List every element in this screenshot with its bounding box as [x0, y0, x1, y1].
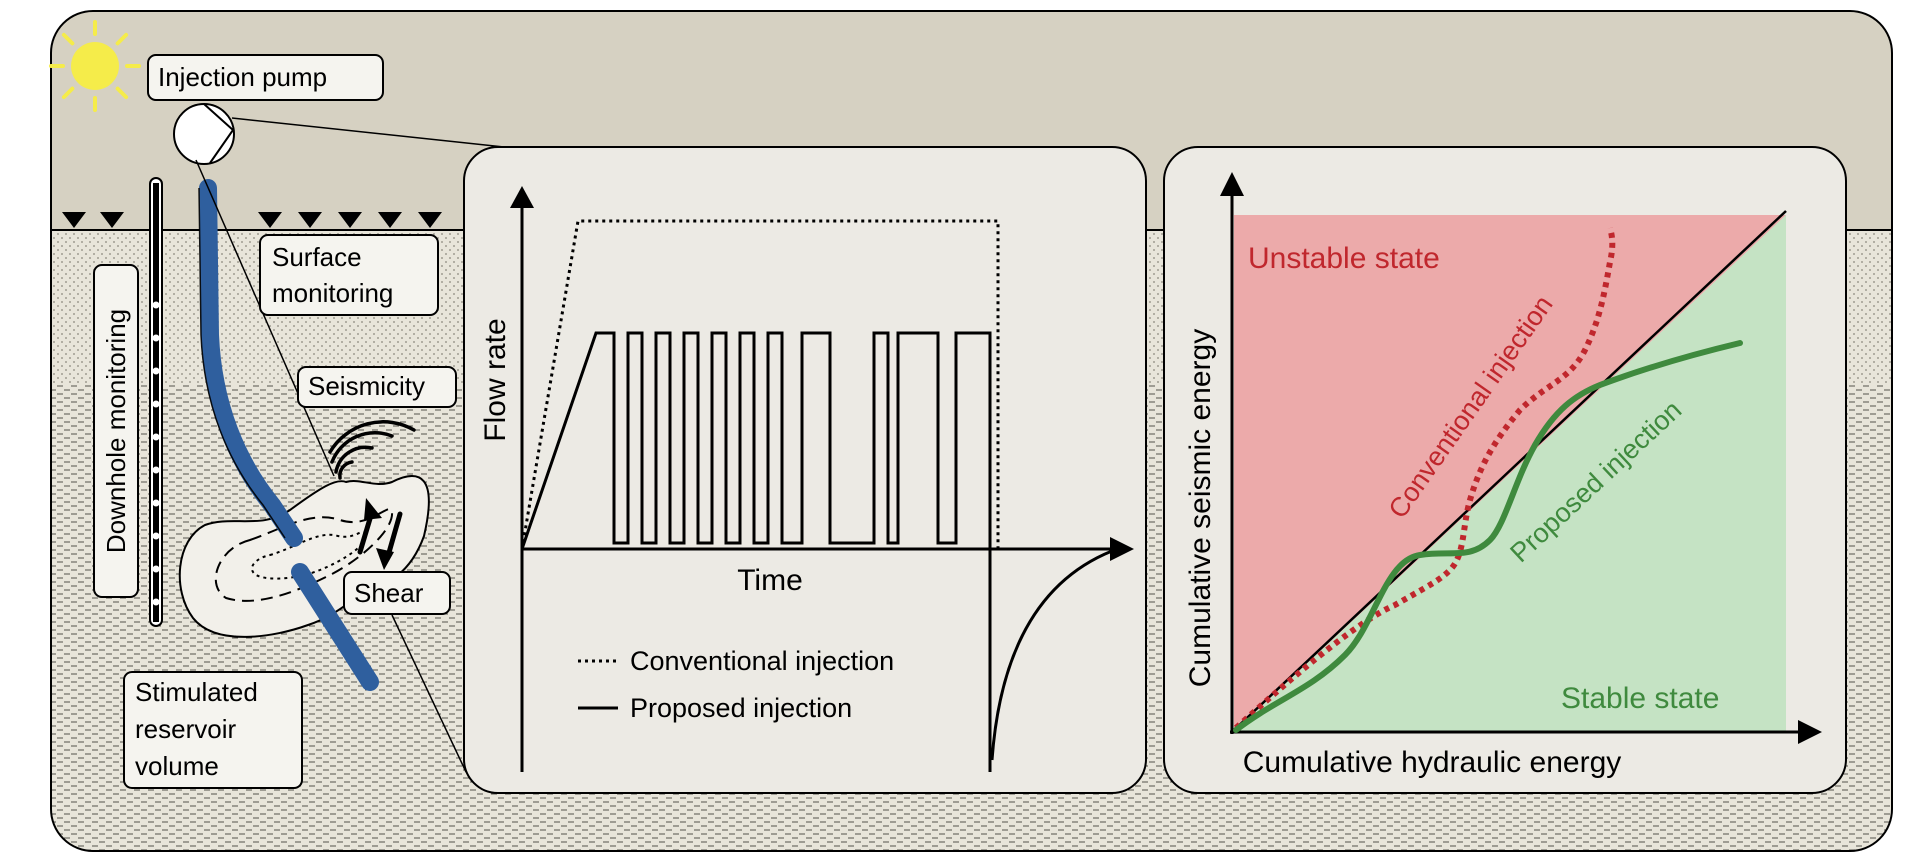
- hydraulic-energy-axis-label: Cumulative hydraulic energy: [1243, 746, 1622, 779]
- label-stimulated-reservoir-volume: Stimulated reservoir volume: [123, 671, 303, 789]
- flow-rate-panel: Flow rate Time Conventional injection Pr…: [463, 146, 1147, 794]
- flow-rate-axis-label: Flow rate: [479, 318, 512, 441]
- stability-boundary-line: [1231, 210, 1787, 733]
- shut-in-recovery-curve: [988, 549, 1113, 772]
- svg-text:Shear: Shear: [354, 578, 424, 608]
- legend-item-conventional: Conventional injection: [630, 646, 894, 676]
- svg-text:reservoir: reservoir: [135, 714, 236, 744]
- svg-text:volume: volume: [135, 751, 219, 781]
- svg-text:Surface: Surface: [272, 242, 362, 272]
- label-downhole-monitoring: Downhole monitoring: [93, 264, 139, 598]
- y-axis-arrow: [1220, 172, 1244, 196]
- svg-text:Injection pump: Injection pump: [158, 62, 327, 92]
- label-injection-pump: Injection pump: [147, 54, 384, 101]
- stable-state-label: Stable state: [1561, 682, 1719, 715]
- legend-item-proposed: Proposed injection: [630, 693, 852, 723]
- x-axis-arrow: [1798, 720, 1822, 744]
- sun-icon: [49, 20, 141, 112]
- label-surface-monitoring: Surface monitoring: [259, 234, 439, 316]
- svg-text:Seismicity: Seismicity: [308, 371, 425, 401]
- seismic-energy-axis-label: Cumulative seismic energy: [1184, 329, 1217, 687]
- svg-text:Stimulated: Stimulated: [135, 677, 258, 707]
- label-seismicity: Seismicity: [297, 366, 457, 408]
- injection-pump-icon: [173, 103, 235, 165]
- seismic-wave-icon: [328, 420, 416, 480]
- energy-panel: Unstable state Stable state Conventional…: [1163, 146, 1847, 794]
- svg-text:Downhole monitoring: Downhole monitoring: [101, 309, 131, 553]
- outer-frame: [50, 10, 1893, 852]
- time-axis-label: Time: [737, 564, 803, 597]
- proposed-injection-profile: [520, 331, 992, 550]
- label-shear: Shear: [343, 571, 451, 615]
- unstable-state-label: Unstable state: [1248, 242, 1440, 275]
- flow-legend: Conventional injection Proposed injectio…: [578, 646, 894, 723]
- stable-state-region: [1234, 215, 1786, 732]
- shear-arrow-icon: [357, 498, 403, 570]
- y-axis-arrow: [510, 186, 534, 208]
- proposed-injection-curve: [1233, 340, 1743, 733]
- x-axis-arrow: [1110, 537, 1134, 561]
- geophone-markers: [62, 212, 442, 228]
- svg-text:monitoring: monitoring: [272, 278, 393, 308]
- monitoring-well: [149, 177, 163, 627]
- injection-well: [198, 179, 379, 691]
